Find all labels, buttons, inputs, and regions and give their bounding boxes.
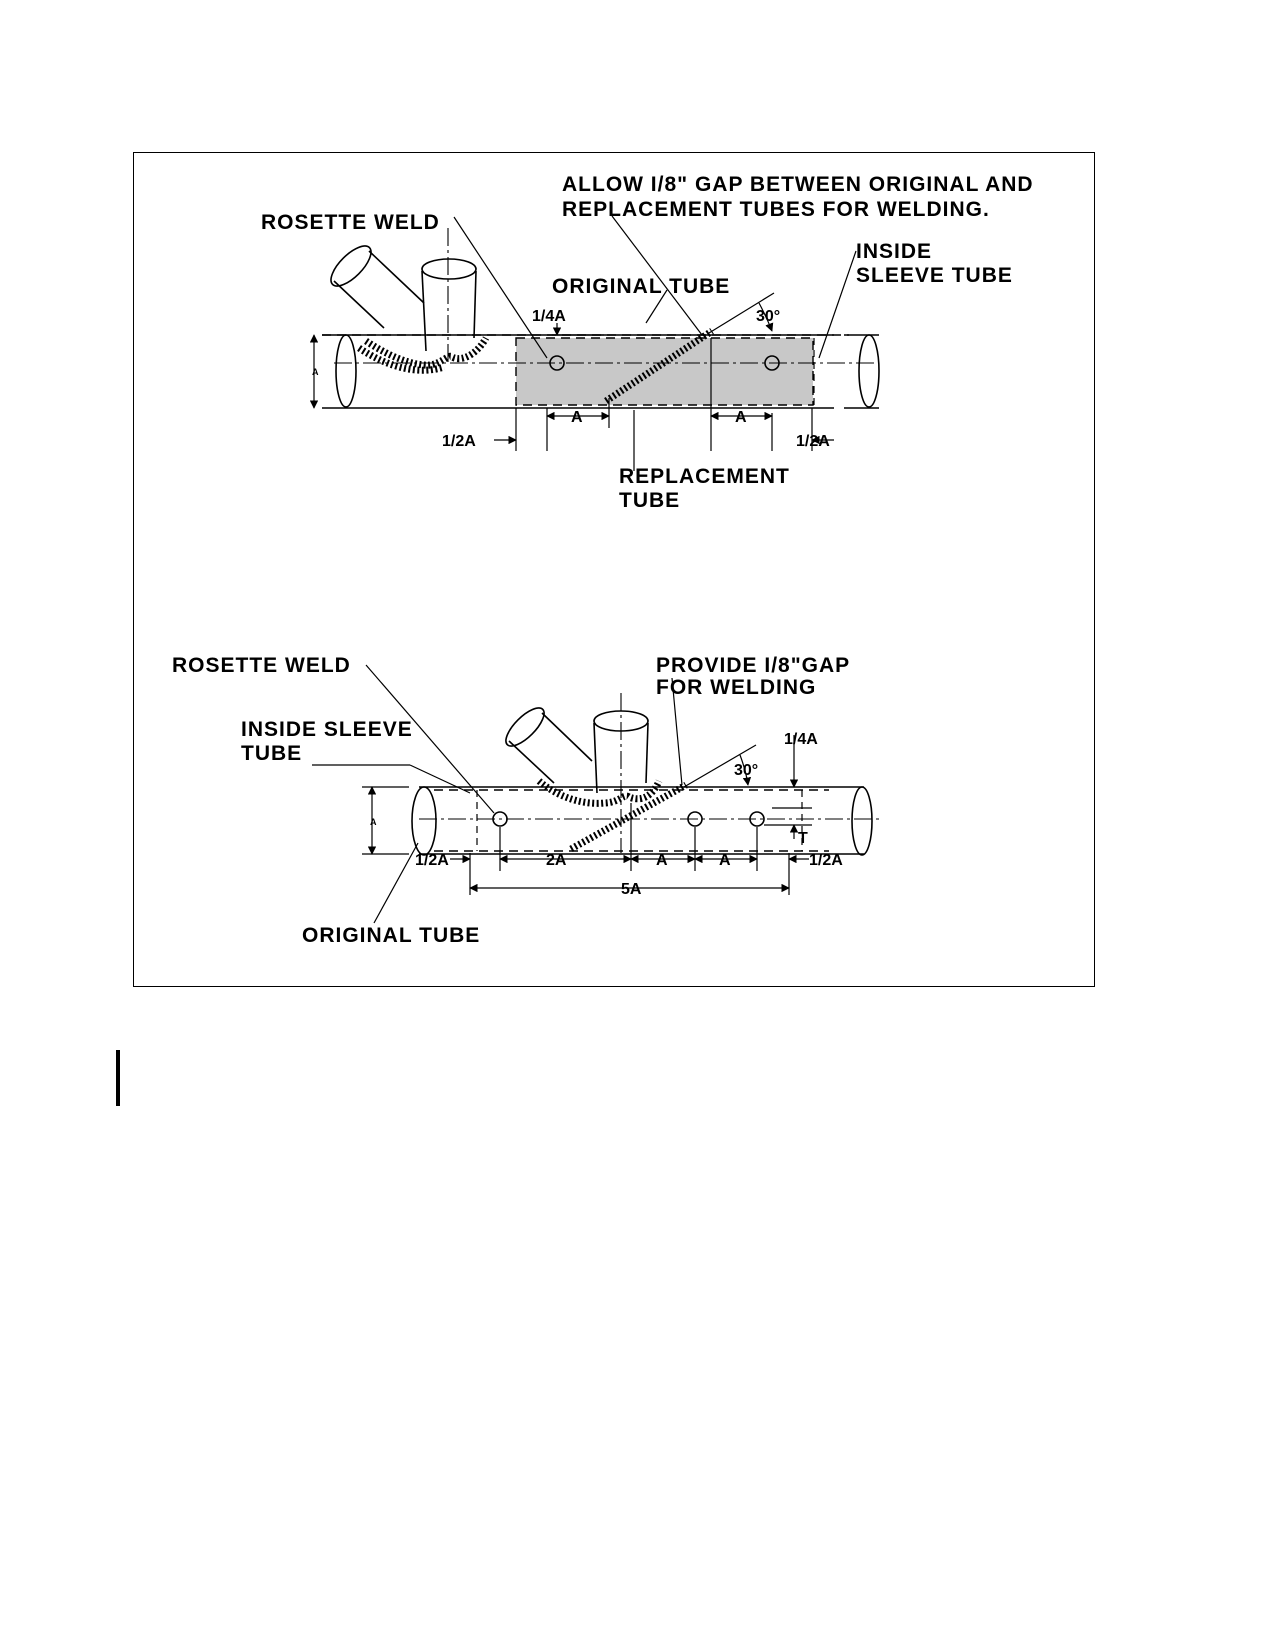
top-angle-line xyxy=(708,292,775,334)
bottom-diagram: ROSETTE WELD PROVIDE I/8"GAP FOR WELDING… xyxy=(172,654,879,947)
top-gap-leader xyxy=(611,215,703,336)
top-cluster-weld-2 xyxy=(357,345,446,374)
top-inside-sleeve-leader xyxy=(818,250,857,359)
top-original-tube-leader xyxy=(645,289,668,324)
top-diagram: ROSETTE WELD ALLOW I/8" GAP BETWEEN ORIG… xyxy=(261,173,1034,512)
top-inside-sleeve-fill xyxy=(515,337,814,406)
bottom-cluster-weld xyxy=(536,778,663,807)
figure-frame: ROSETTE WELD ALLOW I/8" GAP BETWEEN ORIG… xyxy=(133,152,1095,987)
top-angle-label: 30° xyxy=(756,308,780,325)
top-dim-a-right-label: A xyxy=(735,409,747,426)
bottom-gap-leader xyxy=(671,677,683,786)
bottom-dim-2a-label: 2A xyxy=(546,852,567,869)
bottom-angle-line xyxy=(683,744,757,788)
welding-diagram: ROSETTE WELD ALLOW I/8" GAP BETWEEN ORIG… xyxy=(172,173,1034,947)
bottom-original-tube-leader xyxy=(373,842,419,924)
bottom-rosette-hole-left xyxy=(492,811,508,827)
bottom-scarf-weld xyxy=(569,781,688,853)
bottom-inside-sleeve-leader-2 xyxy=(409,764,471,794)
top-scarf-weld xyxy=(604,328,714,404)
bottom-t-label: T xyxy=(798,830,808,847)
top-half-a-left-label: 1/2A xyxy=(442,433,476,450)
top-diagonal-branch-tube xyxy=(330,245,425,329)
bottom-diagonal-branch-tube xyxy=(505,707,593,784)
bottom-half-a-left-label: 1/2A xyxy=(415,852,449,869)
top-vertical-branch-tube xyxy=(421,228,477,363)
top-replacement-label-line1: REPLACEMENT xyxy=(619,465,790,488)
bottom-gap-note-line2: FOR WELDING xyxy=(656,676,816,699)
bottom-gap-note-line1: PROVIDE I/8"GAP xyxy=(656,654,850,677)
bottom-rosette-weld-label: ROSETTE WELD xyxy=(172,654,351,677)
bottom-angle-arc xyxy=(739,754,752,786)
bottom-rosette-hole-mid xyxy=(687,811,703,827)
bottom-original-tube-label: ORIGINAL TUBE xyxy=(302,924,480,947)
top-gap-note-line2: REPLACEMENT TUBES FOR WELDING. xyxy=(562,198,990,221)
top-rosette-weld-label: ROSETTE WELD xyxy=(261,211,440,234)
top-gap-note-line1: ALLOW I/8" GAP BETWEEN ORIGINAL AND xyxy=(562,173,1034,196)
top-half-a-right-label: 1/2A xyxy=(796,433,830,450)
bottom-rosette-leader xyxy=(365,664,495,814)
top-rosette-hole-right xyxy=(764,355,780,371)
top-rosette-leader xyxy=(453,216,548,359)
bottom-inside-label-line1: INSIDE SLEEVE xyxy=(241,718,413,741)
bottom-rosette-hole-right xyxy=(749,811,765,827)
top-dim-a-vertical-label: A xyxy=(312,367,319,377)
bottom-half-a-right-label: 1/2A xyxy=(809,852,843,869)
bottom-dim-a1-label: A xyxy=(656,852,668,869)
bottom-vertical-branch-tube xyxy=(593,693,649,853)
bottom-quarter-a-label: 1/4A xyxy=(784,731,818,748)
top-rosette-hole-left xyxy=(549,355,565,371)
top-inside-label-line2: SLEEVE TUBE xyxy=(856,264,1013,287)
bottom-dim-a-vertical-label: A xyxy=(370,817,377,827)
top-quarter-a-label: 1/4A xyxy=(532,308,566,325)
change-bar xyxy=(116,1050,120,1106)
bottom-angle-label: 30° xyxy=(734,762,758,779)
bottom-inside-label-line2: TUBE xyxy=(241,742,302,765)
top-replacement-label-line2: TUBE xyxy=(619,489,680,512)
top-angle-arc xyxy=(758,302,774,332)
top-dim-a-left-label: A xyxy=(571,409,583,426)
top-original-tube-label: ORIGINAL TUBE xyxy=(552,275,730,298)
bottom-dim-5a-label: 5A xyxy=(621,881,642,898)
top-inside-label-line1: INSIDE xyxy=(856,240,932,263)
bottom-dim-a2-label: A xyxy=(719,852,731,869)
